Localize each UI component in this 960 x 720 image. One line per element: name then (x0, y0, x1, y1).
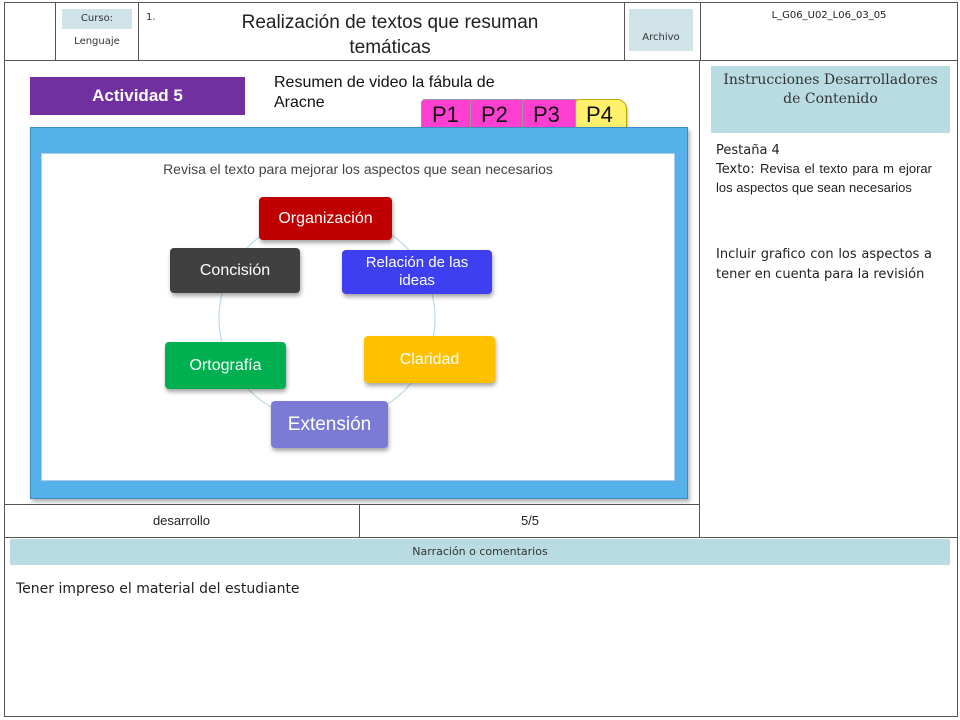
header-col-1 (55, 2, 56, 60)
tab-p2[interactable]: P2 (470, 99, 532, 129)
activity-badge: Actividad 5 (30, 77, 245, 115)
status-divider (359, 504, 360, 537)
instructions-text-label: Texto: (716, 162, 755, 177)
cycle-node-extension: Extensión (271, 401, 388, 448)
instructions-header: Instrucciones Desarrolladores de Conteni… (711, 66, 950, 133)
frame-bottom (4, 716, 958, 717)
header-divider (4, 60, 958, 61)
course-label: Curso: (62, 9, 132, 29)
archive-label: Archivo (629, 9, 693, 51)
instructions-tab-line: Pestaña 4 (716, 143, 780, 158)
cycle-node-claridad: Claridad (364, 336, 495, 383)
cycle-node-relacion: Relación de las ideas (342, 250, 492, 294)
instructions-text: Texto: Revisa el texto para m ejorar los… (716, 160, 932, 198)
panel-instruction: Revisa el texto para mejorar los aspecto… (163, 161, 553, 177)
frame-top (4, 2, 958, 3)
tab-p4[interactable]: P4 (575, 99, 627, 129)
status-top (4, 504, 700, 505)
video-title: Resumen de video la fábula de Aracne (274, 74, 495, 111)
narration-top (4, 537, 958, 538)
header-col-4 (700, 2, 701, 60)
instructions-text-value: Revisa el texto para m ejorar los aspect… (716, 161, 932, 195)
instructions-note: Incluir grafico con los aspectos a tener… (716, 247, 932, 282)
frame-right (957, 2, 958, 717)
cycle-node-organizacion: Organización (259, 197, 392, 240)
header-col-3 (624, 2, 625, 60)
page-title: Realización de textos que resuman temáti… (241, 12, 539, 58)
stage-label: desarrollo (152, 513, 211, 528)
subject-label: Lenguaje (74, 36, 120, 47)
main-col-divider (699, 60, 700, 537)
item-number: 1. (146, 12, 156, 23)
cycle-node-ortografia: Ortografía (165, 342, 286, 389)
narration-header: Narración o comentarios (10, 539, 950, 565)
header-col-2 (138, 2, 139, 60)
frame-left (4, 2, 5, 717)
file-code: L_G06_U02_L06_03_05 (771, 10, 887, 21)
narration-text: Tener impreso el material del estudiante (16, 581, 300, 597)
cycle-node-concision: Concisión (170, 248, 300, 293)
page-count: 5/5 (520, 513, 540, 528)
